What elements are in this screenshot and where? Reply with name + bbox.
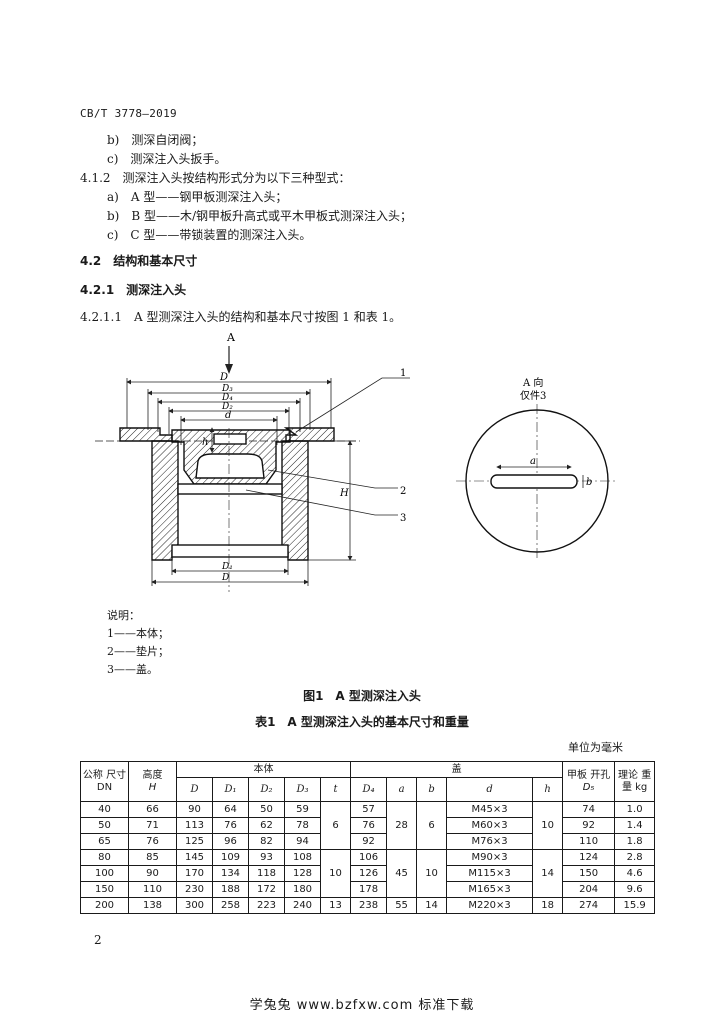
figure-caption: 图1 A 型测深注入头 bbox=[303, 689, 421, 703]
dim-D4-label: D₄ bbox=[221, 393, 233, 403]
page-number: 2 bbox=[94, 933, 102, 947]
type-a-item: a) A 型——钢甲板测深注入头； bbox=[107, 190, 288, 204]
clause-4-1-2: 4.1.2 测深注入头按结构形式分为以下三种型式： bbox=[80, 171, 351, 185]
header-body: 本体 bbox=[175, 761, 352, 778]
bottom-dimensions bbox=[151, 560, 309, 586]
wrench-slot bbox=[490, 474, 578, 489]
view-arrow-label: A bbox=[226, 331, 236, 344]
list-item-b: b) 测深自闭阀； bbox=[107, 133, 204, 147]
dim-h-label: h bbox=[202, 437, 208, 448]
type-c-item: c) C 型——带锁装置的测深注入头。 bbox=[107, 228, 312, 242]
view-title: A 向 bbox=[522, 376, 543, 389]
dim-D-bottom-label: D bbox=[221, 573, 229, 583]
header-D4: D₄ bbox=[350, 777, 388, 802]
section-heading-4-2-1: 4.2.1 测深注入头 bbox=[80, 283, 187, 297]
header-D2: D₂ bbox=[248, 777, 285, 802]
callout-2: 2 bbox=[400, 486, 406, 497]
table-unit: 单位为毫米 bbox=[568, 741, 623, 754]
bottom-ring bbox=[171, 544, 289, 558]
dim-a-label: a bbox=[530, 456, 536, 467]
header-b: b bbox=[416, 777, 448, 802]
gasket-part bbox=[177, 483, 283, 495]
header-D3: D₃ bbox=[284, 777, 321, 802]
dim-D2-label: D₂ bbox=[221, 402, 233, 412]
callout-1: 1 bbox=[400, 368, 406, 379]
dim-D1-label: D₁ bbox=[221, 562, 233, 572]
view-note: 仅件3 bbox=[520, 390, 546, 402]
type-b-item: b) B 型——木/钢甲板升高式或平木甲板式测深注入头； bbox=[107, 209, 413, 223]
dim-d-label: d bbox=[225, 410, 231, 421]
legend-item-2: 2——垫片； bbox=[107, 645, 169, 658]
site-footer: 学兔兔 www.bzfxw.com 标准下载 bbox=[249, 998, 475, 1013]
dim-H bbox=[308, 440, 356, 561]
dim-H-label: H bbox=[339, 488, 349, 499]
figure-1-drawing: A D D₃ D₄ D₂ d bbox=[95, 331, 618, 592]
document-code: CB/T 3778—2019 bbox=[80, 107, 177, 120]
dim-b-label: b bbox=[586, 477, 592, 488]
callout-lines bbox=[245, 377, 410, 516]
view-arrow-head bbox=[225, 364, 233, 374]
section-heading-4-2: 4.2 结构和基本尺寸 bbox=[80, 254, 198, 268]
legend-title: 说明： bbox=[107, 609, 140, 622]
legend-item-1: 1——本体； bbox=[107, 627, 169, 640]
header-D: D bbox=[176, 777, 213, 802]
cover-part bbox=[171, 429, 291, 485]
legend-item-3: 3——盖。 bbox=[107, 663, 158, 676]
list-item-c: c) 测深注入头扳手。 bbox=[107, 152, 227, 166]
header-weight: 理论 重量 kg bbox=[614, 761, 656, 802]
clause-4-2-1-1: 4.2.1.1 A 型测深注入头的结构和基本尺寸按图 1 和表 1。 bbox=[80, 310, 402, 324]
table-title: 表1 A 型测深注入头的基本尺寸和重量 bbox=[255, 715, 469, 729]
header-D1: D₁ bbox=[212, 777, 249, 802]
header-cover: 盖 bbox=[350, 761, 564, 778]
top-dimensions bbox=[126, 378, 332, 445]
header-d: d bbox=[446, 777, 534, 802]
header-dn: 公称 尺寸 DN bbox=[80, 761, 129, 802]
callout-3: 3 bbox=[400, 513, 406, 524]
header-h: h bbox=[532, 777, 564, 802]
dim-D3-label: D₃ bbox=[221, 384, 233, 394]
dim-D-label: D bbox=[219, 372, 228, 383]
header-t: t bbox=[319, 777, 352, 802]
header-a: a bbox=[386, 777, 418, 802]
